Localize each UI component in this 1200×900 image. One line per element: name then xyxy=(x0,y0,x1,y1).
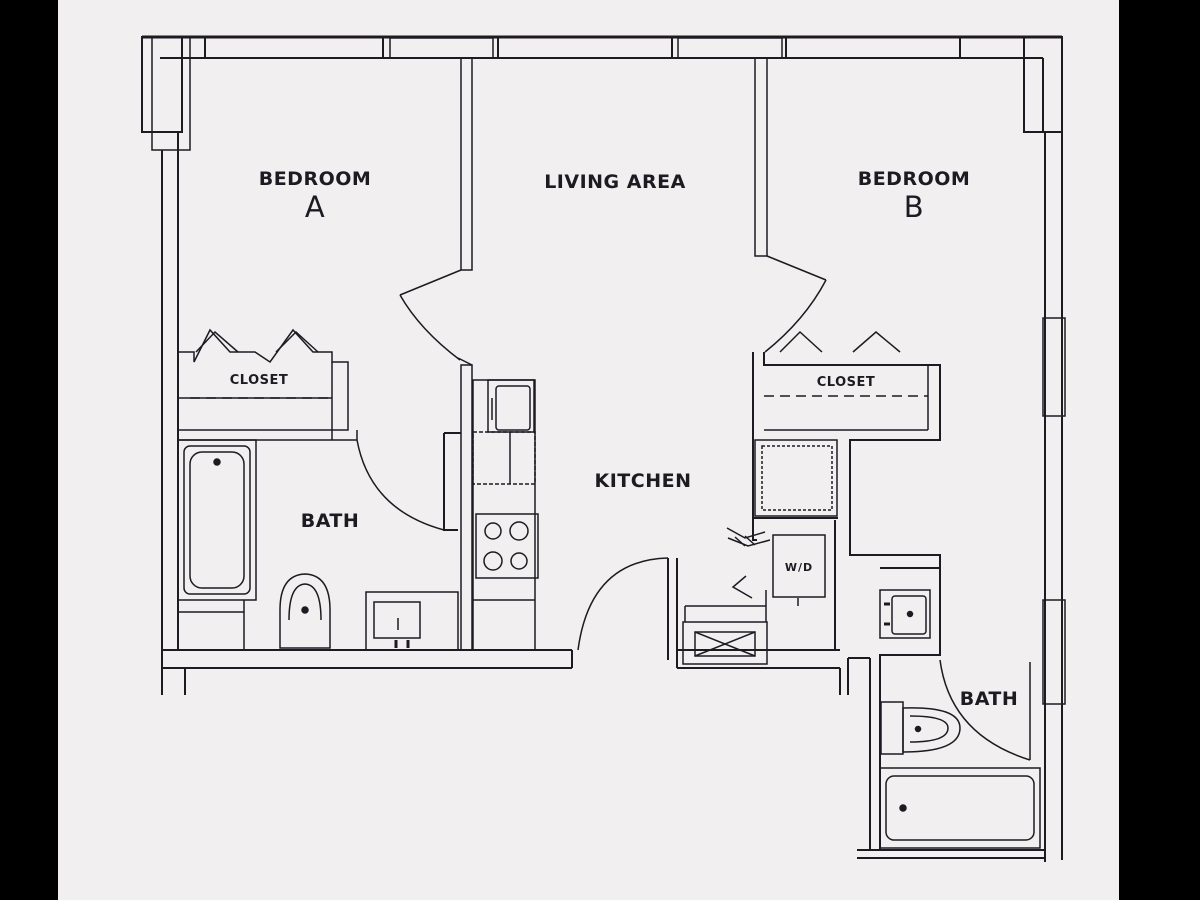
kitchen-label: KITCHEN xyxy=(594,470,692,492)
bath-b-fixtures xyxy=(879,589,1041,849)
bedroom-a-letter: A xyxy=(304,190,326,224)
exterior-walls xyxy=(141,35,1066,862)
kitchen-fixtures xyxy=(472,379,838,651)
bath-a-label: BATH xyxy=(300,510,360,532)
bedroom-a-label: BEDROOM xyxy=(258,168,372,190)
doors xyxy=(356,255,1031,761)
laundry-fixtures xyxy=(682,527,826,665)
bath-a-fixtures xyxy=(177,439,459,651)
living-area-label: LIVING AREA xyxy=(544,171,686,193)
closet-b xyxy=(764,330,929,431)
interior-walls xyxy=(443,57,941,850)
closet-a-label: CLOSET xyxy=(229,373,289,388)
bedroom-b-letter: B xyxy=(903,190,925,224)
closet-b-label: CLOSET xyxy=(816,375,876,390)
bedroom-b-label: BEDROOM xyxy=(857,168,971,190)
bath-b-label: BATH xyxy=(959,688,1019,710)
floor-plan-sheet xyxy=(58,0,1119,900)
washer-dryer-label: W/D xyxy=(784,561,814,574)
